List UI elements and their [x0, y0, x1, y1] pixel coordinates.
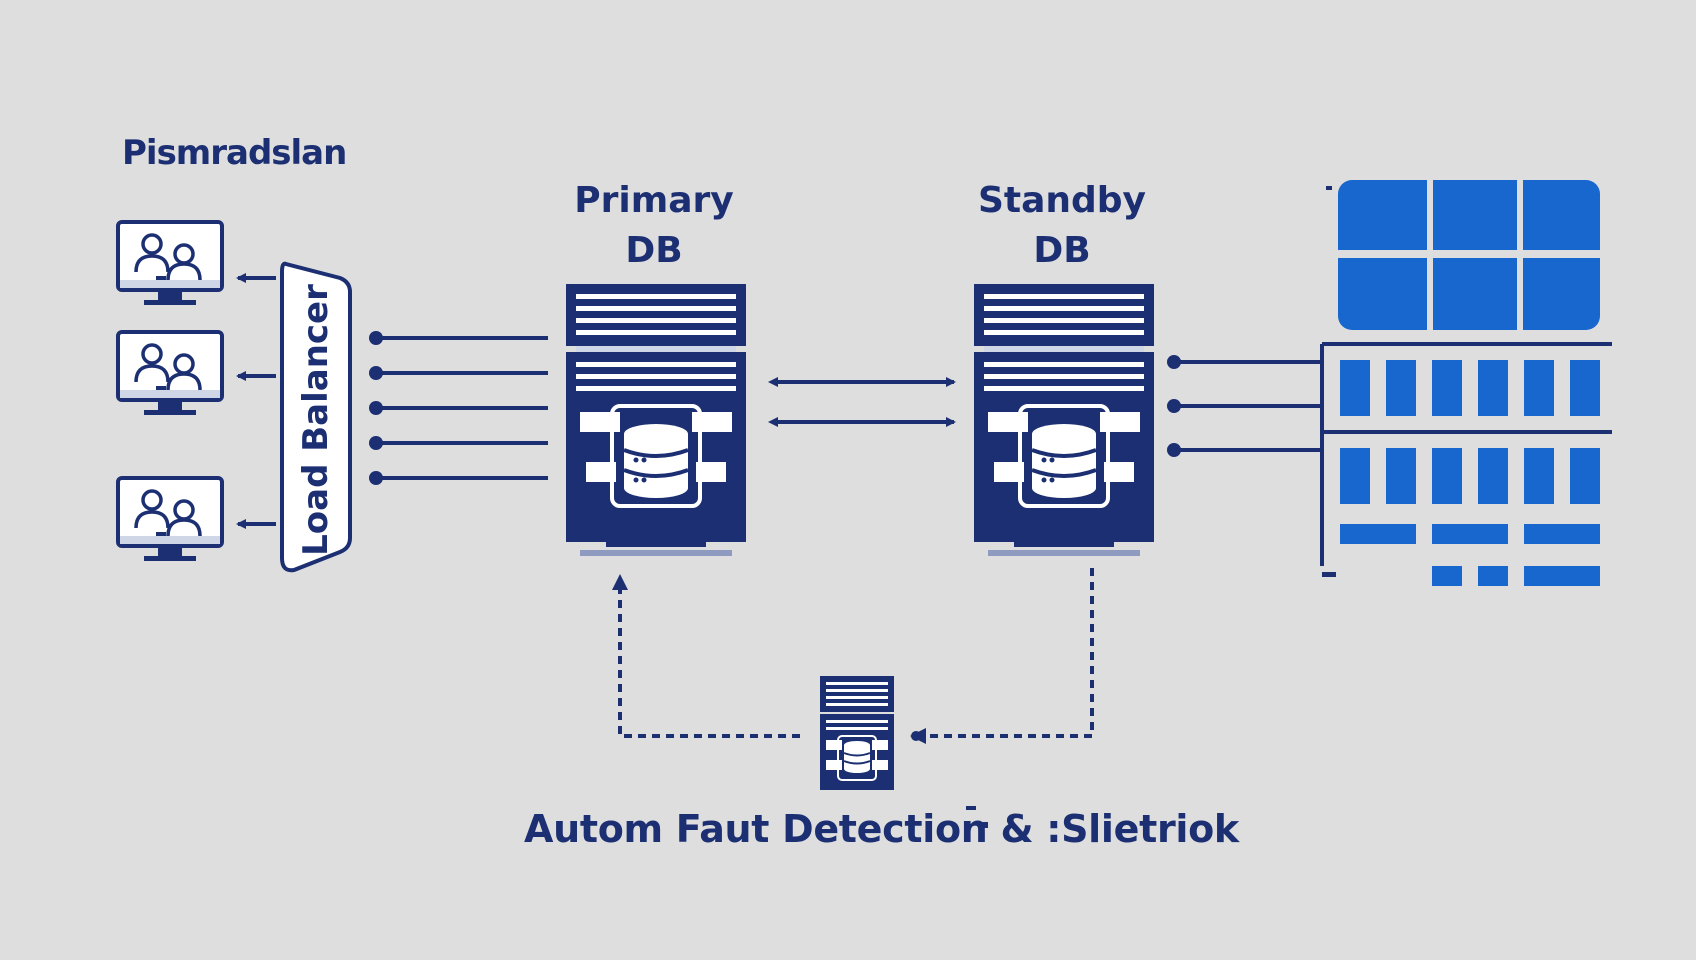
lb-to-primary-connectors	[378, 336, 548, 480]
fault-detection-caption: Autom Faut Detection & :Slietriok	[524, 807, 1239, 851]
load-balancer-label: Load Balancer	[296, 284, 336, 556]
caption-marks	[966, 806, 988, 828]
standby-to-storage-connectors	[1174, 360, 1322, 452]
fault-detector-server-icon	[820, 676, 894, 790]
primary-db-server-icon	[564, 282, 748, 558]
clients-heading: Pismradslan	[122, 133, 347, 173]
replication-arrows	[768, 377, 956, 427]
load-balancer-box	[280, 261, 352, 573]
connector-dots-right	[1167, 355, 1181, 457]
failover-dashed-path	[618, 568, 1094, 738]
client-monitor-icon-1	[116, 220, 224, 307]
standby-db-title: Standby DB	[977, 180, 1147, 271]
failover-arrow-up	[612, 574, 628, 590]
storage-array-icon	[1320, 180, 1612, 586]
client-monitor-icon-2	[116, 330, 224, 417]
connector-dots-left	[369, 331, 383, 485]
primary-db-title: Primary DB	[574, 180, 734, 271]
client-monitor-icon-3	[116, 476, 224, 563]
standby-db-server-icon	[972, 282, 1156, 558]
lb-to-client-arrows	[236, 273, 276, 529]
